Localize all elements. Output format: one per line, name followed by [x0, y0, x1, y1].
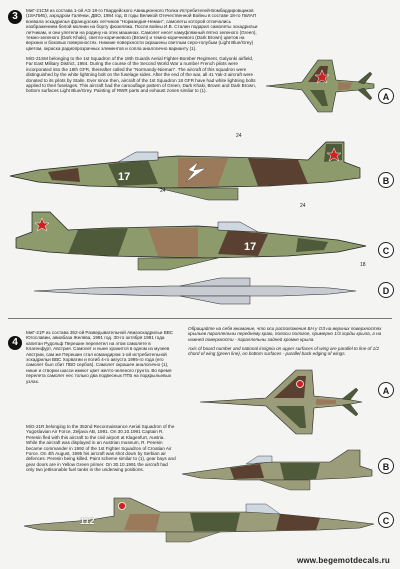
profile-label-b: B: [378, 172, 394, 188]
profile-label-c: C: [378, 242, 394, 258]
profile-label-4a: A: [378, 382, 394, 398]
section-3-number: 3: [8, 10, 22, 24]
aircraft-top-view-4: [199, 369, 363, 435]
aircraft-side-view-3: 17: [9, 141, 361, 201]
aircraft-bottom-view-3: [33, 277, 357, 305]
section-4-english-text: MiG-21R belonging to the 352nd Reconnais…: [26, 424, 176, 473]
svg-text:17: 17: [244, 241, 256, 253]
aircraft-side-view-4: [181, 449, 373, 491]
section-4-note-en: Axis of board number and national insign…: [188, 346, 380, 357]
footer-url[interactable]: www.begemotdecals.ru: [296, 556, 390, 565]
section-4-russian-text: МиГ-21Р из состава 352-ой Разведывательн…: [26, 330, 174, 384]
profile-label-a: A: [378, 88, 394, 104]
aircraft-side-view-4-right: [23, 497, 375, 543]
svg-text:17: 17: [118, 171, 130, 183]
aircraft-top-view-3: [265, 59, 375, 113]
tail-number-112: 112: [80, 516, 95, 526]
profile-label-4b: B: [378, 458, 394, 474]
section-3-russian-text: МиГ-21СМ из состава 1-ой АЭ 18-го Гварде…: [26, 8, 258, 51]
section-4-note-ru: Обращайте на себя внимание, что оси расп…: [188, 326, 382, 342]
section-divider: [8, 318, 392, 319]
callout-24-b: 24: [160, 188, 166, 194]
section-4-number: 4: [8, 336, 22, 350]
callout-24-c: 24: [300, 203, 306, 209]
callout-18: 18: [360, 262, 366, 268]
profile-label-d: D: [378, 282, 394, 298]
profile-label-4c: C: [378, 512, 394, 528]
aircraft-side-view-3-right: 17: [15, 211, 367, 271]
section-3-english-text: MiG-21SM belonging to the 1st Squadron o…: [26, 56, 256, 94]
callout-24-a: 24: [236, 133, 242, 139]
